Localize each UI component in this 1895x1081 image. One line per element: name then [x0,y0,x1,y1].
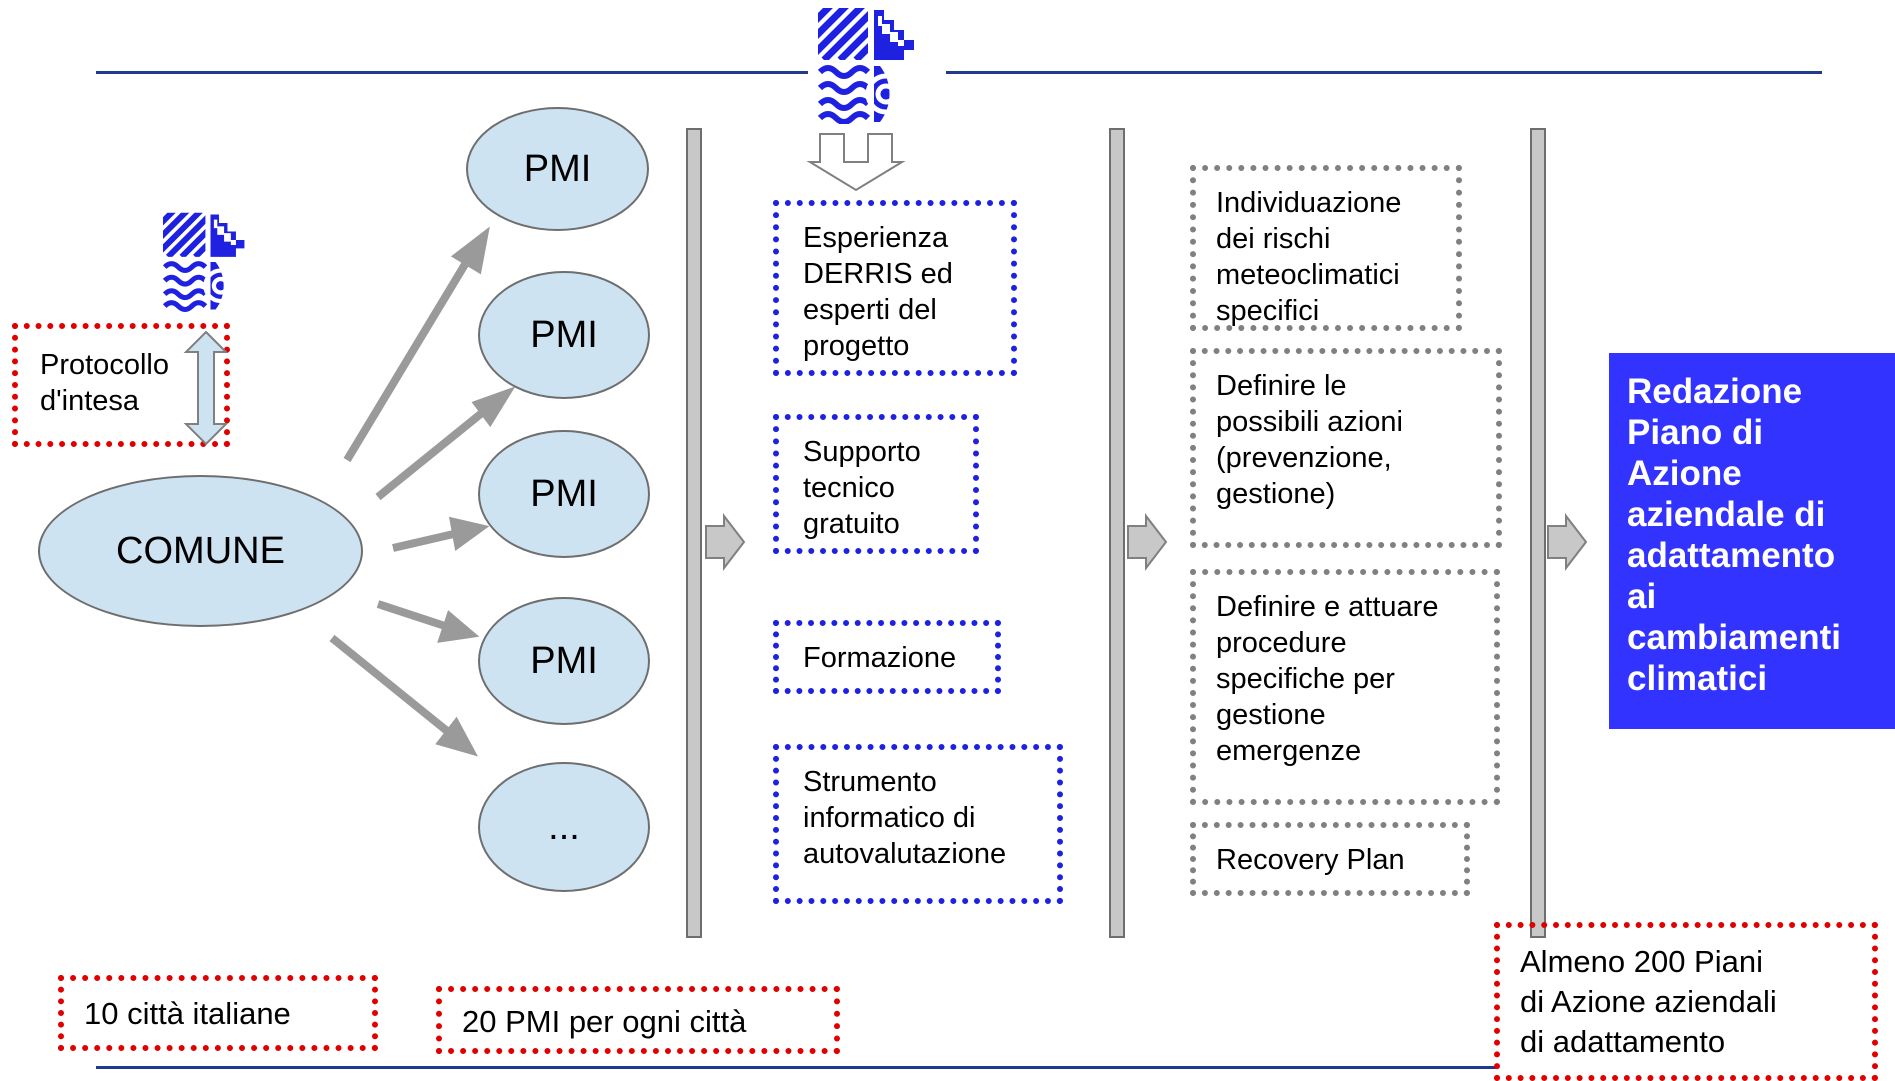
pmi-node: PMI [478,271,650,399]
action-box-procedure: Definire e attuare procedure specifiche … [1190,569,1500,805]
result-box: Redazione Piano di Azione aziendale di a… [1609,353,1895,729]
bottom-rule [96,1066,1496,1069]
protocollo-box: Protocollo d'intesa [12,323,230,447]
derris-logo-icon [163,212,245,313]
pmi-node: PMI [478,430,650,558]
support-box-supporto: Supporto tecnico gratuito [773,414,979,554]
support-box-strumento: Strumento informatico di autovalutazione [773,744,1063,904]
action-box-definire-azioni: Definire le possibili azioni (prevenzion… [1190,348,1502,548]
pmi-per-citta-box: 20 PMI per ogni città [436,986,840,1054]
pmi-node: PMI [478,597,650,725]
comune-node: COMUNE [38,475,363,627]
pmi-node: PMI [466,107,649,231]
phase-separator [1530,128,1546,938]
top-rule-right [946,71,1822,74]
derris-logo-icon [818,8,914,124]
citta-box: 10 città italiane [58,975,378,1051]
top-rule-left [96,71,808,74]
action-box-recovery: Recovery Plan [1190,822,1470,896]
piani-box: Almeno 200 Piani di Azione aziendali di … [1494,922,1878,1081]
support-box-formazione: Formazione [773,620,1001,694]
action-box-individuazione: Individuazione dei rischi meteoclimatici… [1190,165,1462,331]
phase-separator [686,128,702,938]
pmi-node: ... [478,762,650,892]
support-box-esperienza: Esperienza DERRIS ed esperti del progett… [773,200,1017,376]
phase-separator [1109,128,1125,938]
